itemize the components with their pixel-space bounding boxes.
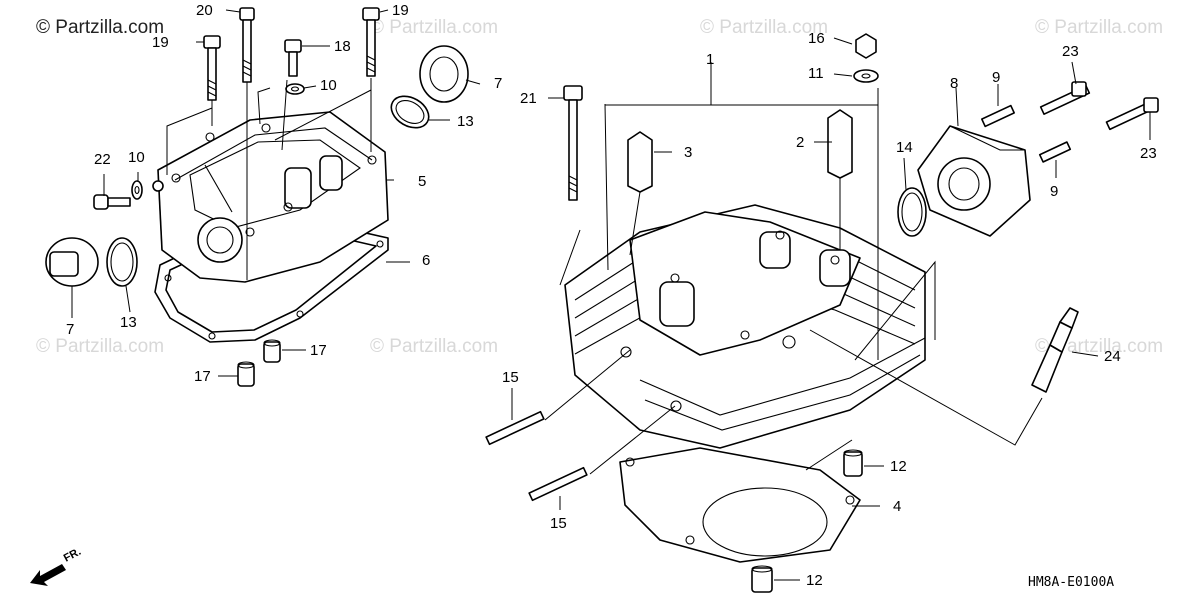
callout-8: 8 (950, 75, 958, 92)
callout-14: 14 (896, 139, 913, 156)
cylinder-head[interactable] (564, 204, 926, 449)
watermark-faint: © Partzilla.com (700, 17, 828, 38)
stud-9-top[interactable] (981, 104, 1015, 128)
callout-12-lower: 12 (806, 572, 823, 589)
callout-7-right: 7 (494, 75, 502, 92)
washer-11[interactable] (853, 69, 879, 83)
head-gasket-4[interactable] (619, 447, 861, 563)
washer-10-top[interactable] (285, 83, 305, 95)
bolt-23-right[interactable] (1105, 97, 1159, 131)
bolt-19-right[interactable] (362, 7, 380, 77)
stud-15-lower[interactable] (528, 466, 588, 502)
callout-9-bottom: 9 (1050, 183, 1058, 200)
cap-plug-7-right[interactable] (419, 45, 469, 103)
dowel-pin-12-a[interactable] (843, 449, 863, 477)
callout-19-right: 19 (392, 2, 409, 19)
bolt-19-left[interactable] (203, 35, 221, 101)
o-ring-14[interactable] (897, 187, 927, 237)
callout-labels: 1 2 3 4 5 6 7 7 8 9 9 10 10 11 12 12 13 … (66, 2, 1157, 589)
callout-10-top: 10 (320, 77, 337, 94)
o-ring-13-left[interactable] (106, 237, 138, 287)
bolt-20[interactable] (239, 7, 255, 83)
o-ring-13-right[interactable] (386, 90, 435, 134)
assembly-lines (166, 78, 1043, 475)
watermark-faint: © Partzilla.com (370, 17, 498, 38)
callout-9-top: 9 (992, 69, 1000, 86)
stud-bolt-21[interactable] (563, 85, 583, 201)
bolt-22[interactable] (93, 194, 131, 210)
callout-16: 16 (808, 30, 825, 47)
callout-19-left: 19 (152, 34, 169, 51)
watermark-faint: © Partzilla.com (370, 336, 498, 357)
callout-12-upper: 12 (890, 458, 907, 475)
callout-7-left: 7 (66, 321, 74, 338)
stud-9-bottom[interactable] (1038, 141, 1072, 163)
callout-4: 4 (893, 498, 901, 515)
bolt-23-top[interactable] (1039, 81, 1091, 115)
callout-21: 21 (520, 90, 537, 107)
front-arrow-icon: FR. (30, 546, 83, 586)
callout-23-top: 23 (1062, 43, 1079, 60)
callout-3: 3 (684, 144, 692, 161)
spark-plug-24[interactable] (1031, 307, 1079, 393)
dowel-pin-12-b[interactable] (751, 565, 773, 593)
valve-guide-2[interactable] (827, 109, 853, 179)
callout-15-upper: 15 (502, 369, 519, 386)
callout-18: 18 (334, 38, 351, 55)
callout-2: 2 (796, 134, 804, 151)
front-label: FR. (62, 546, 83, 565)
bolt-18[interactable] (284, 39, 302, 77)
stud-15-upper[interactable] (485, 410, 545, 446)
callout-11: 11 (808, 65, 824, 82)
callout-24: 24 (1104, 348, 1121, 365)
callout-5: 5 (418, 173, 426, 190)
watermark-main: © Partzilla.com (36, 17, 164, 38)
callout-17-left: 17 (194, 368, 211, 385)
callout-1: 1 (706, 51, 714, 68)
valve-guide-3[interactable] (627, 131, 653, 193)
callout-22: 22 (94, 151, 111, 168)
callout-20: 20 (196, 2, 213, 19)
callout-15-lower: 15 (550, 515, 567, 532)
dowel-pin-17-b[interactable] (237, 361, 255, 387)
diagram-code: HM8A-E0100A (1028, 575, 1114, 590)
dowel-pin-17-a[interactable] (263, 339, 281, 363)
watermark-faint: © Partzilla.com (36, 336, 164, 357)
leader-lines (71, 9, 1151, 581)
callout-23-right: 23 (1140, 145, 1157, 162)
callout-13-left: 13 (120, 314, 137, 331)
intake-pipe-8[interactable] (917, 125, 1031, 237)
cylinder-head-cover[interactable] (152, 111, 389, 283)
nut-16[interactable] (855, 33, 877, 59)
washer-10-left[interactable] (131, 180, 143, 200)
callout-10-left: 10 (128, 149, 145, 166)
callout-17-right: 17 (310, 342, 327, 359)
cap-plug-7-left[interactable] (45, 237, 99, 287)
callout-13-right: 13 (457, 113, 474, 130)
watermark-faint: © Partzilla.com (1035, 17, 1163, 38)
callout-6: 6 (422, 252, 430, 269)
